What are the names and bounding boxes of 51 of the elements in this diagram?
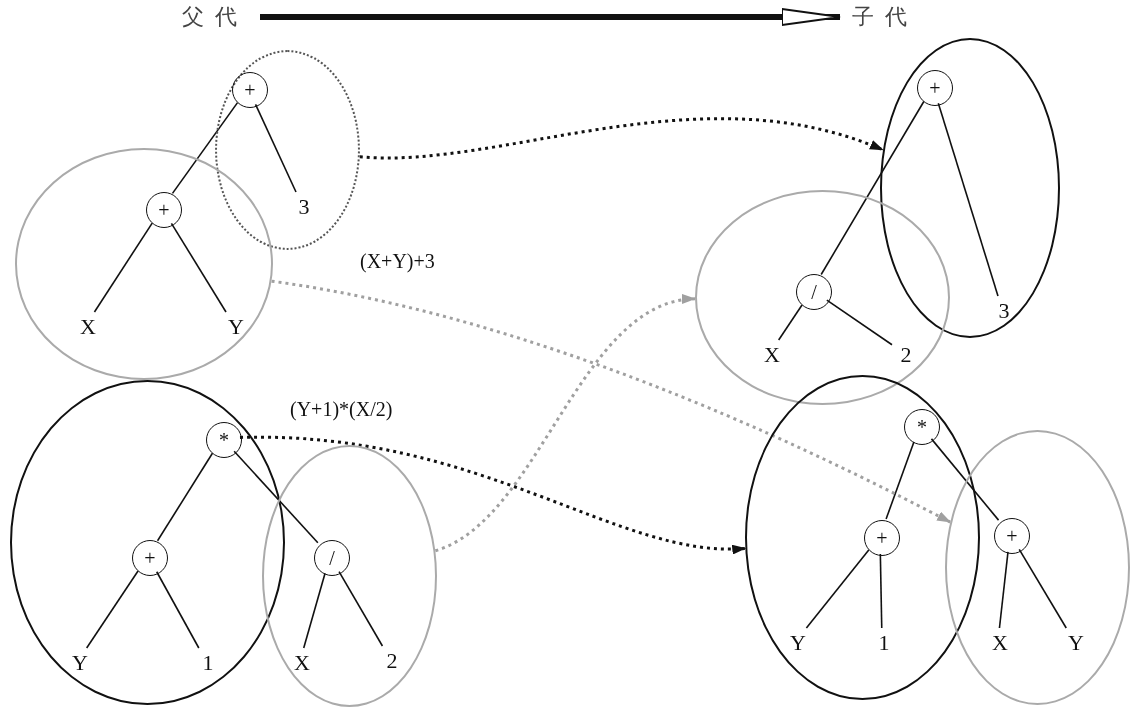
tree-branch — [826, 299, 893, 346]
tree-branch — [302, 572, 326, 649]
tree-branch — [777, 304, 803, 341]
leaf-label: 1 — [872, 630, 896, 656]
tree-branch — [937, 102, 999, 297]
tree-branch — [85, 570, 139, 649]
tree-branch — [885, 441, 915, 520]
generation-label: 父代 — [170, 0, 260, 34]
tree-branch — [233, 450, 319, 544]
crossover-arrow — [239, 435, 747, 554]
leaf-label: 2 — [380, 648, 404, 674]
leaf-label: 3 — [992, 298, 1016, 324]
subtree-outline — [15, 148, 273, 380]
tree-branch — [156, 452, 214, 542]
tree-branch — [171, 101, 239, 195]
leaf-label: Y — [68, 650, 92, 676]
block-arrow — [260, 8, 841, 26]
leaf-label: Y — [1064, 630, 1088, 656]
generation-label: 子代 — [840, 0, 930, 34]
tree-branch — [1018, 548, 1067, 629]
leaf-label: X — [290, 650, 314, 676]
leaf-label: 1 — [196, 650, 220, 676]
tree-branch — [254, 103, 297, 193]
expression-label: (X+Y)+3 — [360, 250, 435, 273]
subtree-outline — [695, 190, 950, 405]
tree-branch — [170, 222, 227, 313]
leaf-label: X — [76, 314, 100, 340]
expression-label: (Y+1)*(X/2) — [290, 398, 393, 421]
crossover-arrow — [359, 117, 884, 160]
tree-branch — [998, 551, 1009, 629]
leaf-label: 2 — [894, 342, 918, 368]
subtree-outline — [745, 375, 980, 700]
tree-branch — [930, 438, 1000, 521]
leaf-label: X — [760, 342, 784, 368]
subtree-outline — [262, 445, 437, 707]
tree-branch — [155, 570, 200, 649]
crossover-arrow — [271, 279, 952, 524]
tree-branch — [93, 222, 153, 313]
tree-branch — [338, 570, 384, 647]
leaf-label: Y — [224, 314, 248, 340]
tree-branch — [879, 553, 883, 629]
subtree-outline — [10, 380, 285, 705]
crossover-arrow — [434, 296, 696, 553]
subtree-outline — [880, 38, 1060, 338]
subtree-outline — [215, 50, 360, 250]
leaf-label: Y — [786, 630, 810, 656]
tree-branch — [805, 549, 870, 629]
tree-branch — [820, 100, 925, 276]
subtree-outline — [945, 430, 1130, 705]
leaf-label: 3 — [294, 194, 314, 220]
leaf-label: X — [988, 630, 1012, 656]
